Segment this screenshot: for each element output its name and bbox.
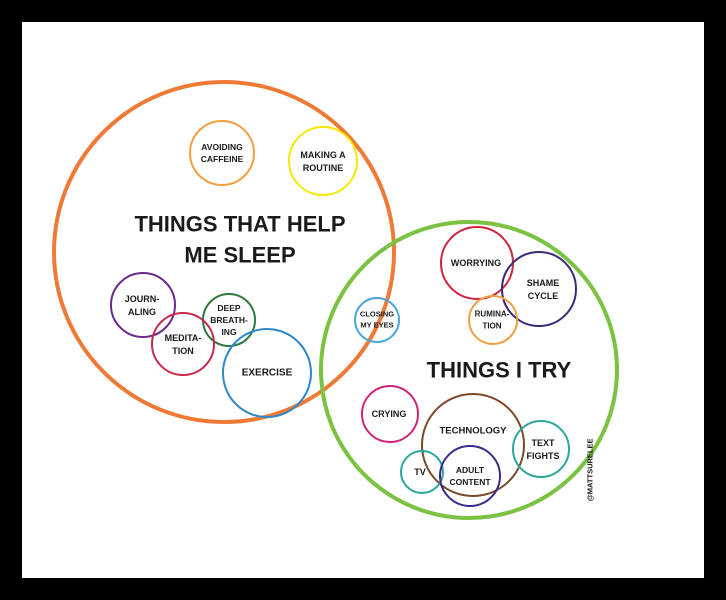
bubble-tv: TV: [400, 450, 444, 494]
credit-text: @MATTSURELEE: [586, 438, 595, 501]
svg-text:WORRYING: WORRYING: [451, 258, 501, 268]
bubble-adult-content: ADULT CONTENT: [439, 445, 501, 507]
svg-text:CLOSING: CLOSING: [360, 310, 394, 319]
svg-text:TEXT: TEXT: [531, 438, 555, 448]
bubble-shame-cycle: SHAME CYCLE: [501, 251, 577, 327]
svg-text:CONTENT: CONTENT: [449, 477, 491, 487]
svg-text:CYCLE: CYCLE: [528, 291, 559, 301]
things-that-help-circle: [52, 80, 396, 424]
paper-background: [22, 22, 704, 578]
svg-text:ALING: ALING: [128, 307, 156, 317]
svg-text:CRYING: CRYING: [372, 409, 407, 419]
bubble-crying: CRYING: [361, 385, 419, 443]
svg-text:FIGHTS: FIGHTS: [527, 451, 560, 461]
svg-text:ING: ING: [221, 327, 237, 337]
bubble-technology: TECHNOLOGY: [421, 393, 525, 497]
svg-text:ADULT: ADULT: [456, 465, 485, 475]
svg-text:JOURN-: JOURN-: [125, 294, 160, 304]
svg-text:TECHNOLOGY: TECHNOLOGY: [439, 426, 507, 437]
bubble-meditation: MEDITA- TION: [151, 312, 215, 376]
svg-text:MEDITA-: MEDITA-: [165, 333, 202, 343]
bubble-journaling: JOURN- ALING: [110, 272, 176, 338]
right-title: THINGS I TRY: [427, 358, 572, 383]
svg-text:CAFFEINE: CAFFEINE: [201, 154, 244, 164]
svg-text:BREATH-: BREATH-: [210, 315, 248, 325]
left-title-line2: ME SLEEP: [184, 243, 295, 268]
svg-text:MAKING A: MAKING A: [300, 150, 346, 160]
svg-text:DEEP: DEEP: [217, 303, 240, 313]
svg-text:SHAME: SHAME: [527, 278, 560, 288]
svg-text:TION: TION: [172, 346, 194, 356]
bubble-rumination: RUMINA- TION: [468, 295, 518, 345]
bubble-closing-my-eyes: CLOSING MY EYES: [354, 297, 400, 343]
svg-text:ROUTINE: ROUTINE: [303, 163, 344, 173]
svg-text:TV: TV: [414, 467, 426, 477]
bubble-text-fights: TEXT FIGHTS: [512, 420, 570, 478]
svg-text:MY EYES: MY EYES: [360, 321, 393, 330]
bubble-avoiding-caffeine: AVOIDING CAFFEINE: [189, 120, 255, 186]
svg-text:AVOIDING: AVOIDING: [201, 142, 243, 152]
bubble-making-routine: MAKING A ROUTINE: [288, 126, 358, 196]
svg-text:TION: TION: [482, 322, 501, 331]
svg-text:RUMINA-: RUMINA-: [475, 310, 510, 319]
svg-text:EXERCISE: EXERCISE: [242, 368, 293, 379]
things-i-try-circle: [319, 220, 619, 520]
left-title-line1: THINGS THAT HELP: [134, 212, 345, 237]
bubble-exercise: EXERCISE: [222, 328, 312, 418]
